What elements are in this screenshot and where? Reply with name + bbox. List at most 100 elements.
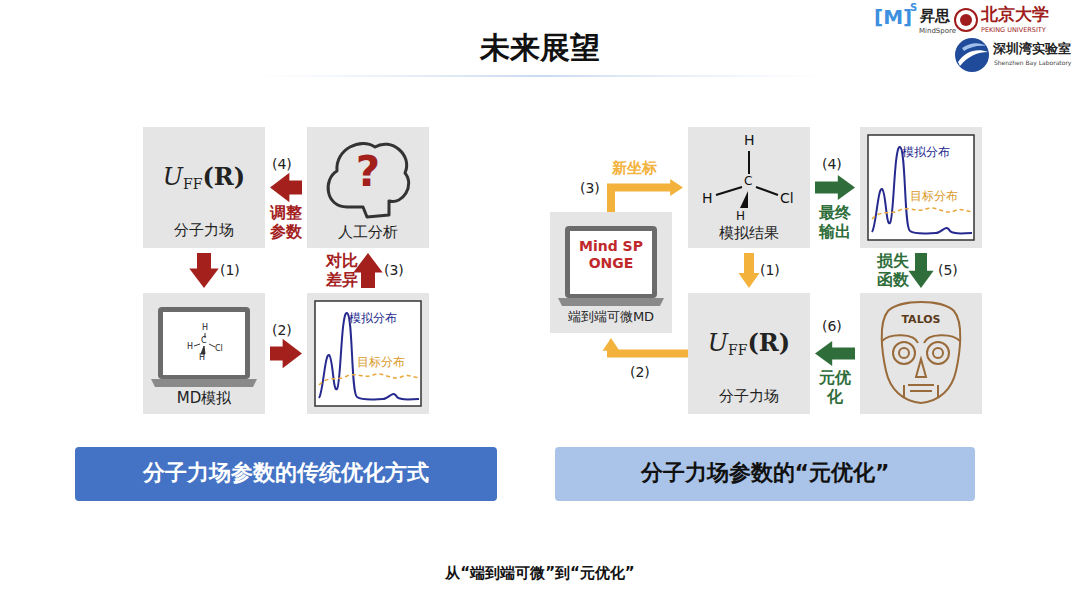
node-text: 分子力场参数的传统优化方式 <box>75 460 497 486</box>
process-box: ? 人工分析 <box>307 127 429 248</box>
arrow-shaft <box>270 347 284 361</box>
node-text: 模拟分布 <box>902 145 950 159</box>
formula: UFF(R) <box>143 165 265 191</box>
caption: 从“端到端可微”到“元优化” <box>0 564 1080 582</box>
logo-text: Shenzhen Bay Laboratory <box>994 60 1071 66</box>
node-text: H <box>702 191 713 205</box>
flow-arrow <box>739 253 760 288</box>
callout-number: (1) <box>760 262 780 279</box>
flow-arrow <box>815 341 855 366</box>
logo-text: 昇思 <box>920 9 950 24</box>
callout-number: (2) <box>630 364 650 381</box>
node-illustration <box>860 293 982 414</box>
process-box: UFF(R) 分子力场 <box>688 293 810 414</box>
logo-text: PEKING UNIVERSITY <box>981 27 1046 34</box>
formula-part: (R) <box>748 328 791 357</box>
process-box: UFF(R) 分子力场 <box>143 127 265 248</box>
process-box: TALOS <box>860 293 982 414</box>
logo-text: S <box>910 3 917 13</box>
edge-label: 元优化 <box>818 368 852 406</box>
callout-number: (2) <box>272 322 292 339</box>
edge-label: 最终输出 <box>818 203 852 241</box>
logo-text: MindSpore <box>919 28 956 35</box>
node-text: H <box>736 210 745 222</box>
formula-part: FF <box>728 342 747 358</box>
node-text: 人工分析 <box>307 223 429 241</box>
formula-part: U <box>708 329 728 357</box>
title-underline <box>250 75 830 77</box>
arrow-head <box>603 338 620 351</box>
callout-number: (3) <box>384 262 404 279</box>
flow-arrow <box>815 175 855 200</box>
node-text: Cl <box>215 345 223 353</box>
node-text: Mind SPONGE <box>575 238 647 272</box>
flow-arrow <box>603 338 688 354</box>
node-text: 分子力场 <box>143 221 265 239</box>
callout-number: (4) <box>272 156 292 173</box>
caption-band: 分子力场参数的传统优化方式 <box>75 447 497 501</box>
arrow-shaft <box>744 253 754 274</box>
process-box: Mind SPONGE 端到端可微MD <box>550 212 672 333</box>
node-text: 分子力场 <box>688 387 810 405</box>
caption-band: 分子力场参数的“元优化” <box>555 447 975 501</box>
arrow-shaft <box>831 348 855 360</box>
arrow-head <box>908 271 933 288</box>
node-text: 模拟分布 <box>349 311 397 325</box>
process-box: 模拟结果HHCClH <box>688 127 810 248</box>
arrow-shaft <box>197 253 211 270</box>
edge-label: 调整参数 <box>268 203 304 241</box>
arrow-shaft <box>815 182 839 194</box>
arrow-head <box>815 341 832 366</box>
flow-arrow <box>270 173 302 202</box>
chart-box: 模拟分布目标分布 <box>307 293 429 414</box>
logo-text: 深圳湾实验室 <box>993 42 1071 55</box>
flow-arrow <box>611 179 683 212</box>
node-text: MD模拟 <box>143 389 265 407</box>
callout-number: (5) <box>938 262 958 279</box>
arrow-shaft <box>915 253 927 272</box>
formula-part: U <box>163 163 183 191</box>
logo-text: 北京大学 <box>981 6 1049 23</box>
node-text: 分子力场参数的“元优化” <box>555 460 975 486</box>
node-text: 端到端可微MD <box>550 309 672 325</box>
node-text: 目标分布 <box>357 355 405 369</box>
edge-label: 新坐标 <box>612 159 657 177</box>
process-box: MD模拟HHCClH <box>143 293 265 414</box>
node-text: TALOS <box>860 313 982 326</box>
flow-arrow <box>908 253 933 288</box>
arrow-shaft <box>361 271 375 288</box>
szbl-logo <box>955 38 989 72</box>
arrow-shaft <box>288 181 302 195</box>
node-text: ? <box>307 151 429 193</box>
node-text: C <box>744 175 752 187</box>
node-text: C <box>201 337 207 345</box>
slide-title: 未来展望 <box>0 30 1080 66</box>
callout-number: (1) <box>220 262 240 279</box>
formula-part: (R) <box>203 162 246 191</box>
callout-number: (6) <box>822 318 842 335</box>
flow-arrow <box>270 339 302 368</box>
node-text: Cl <box>780 191 794 205</box>
arrow-head <box>670 179 683 196</box>
arrow-head <box>189 269 218 288</box>
chart-box: 模拟分布目标分布 <box>860 127 982 248</box>
node-text: H <box>199 354 205 362</box>
edge-label: 对比差异 <box>325 251 359 289</box>
flow-arrow <box>189 253 218 288</box>
arrow-head <box>838 175 855 200</box>
arrow-shaft <box>611 188 671 213</box>
node-text: H <box>187 343 193 351</box>
callout-number: (4) <box>822 156 842 173</box>
arrow-head <box>283 339 302 368</box>
node-text: 模拟结果 <box>688 224 810 242</box>
formula: UFF(R) <box>688 331 810 357</box>
edge-label: 损失函数 <box>876 251 910 289</box>
pku-seal <box>955 9 977 31</box>
arrow-head <box>739 273 760 288</box>
formula-part: FF <box>183 176 202 192</box>
node-text: 目标分布 <box>910 189 958 203</box>
node-text: H <box>744 133 755 147</box>
arrow-head <box>270 173 289 202</box>
arrow-shaft <box>611 350 688 354</box>
